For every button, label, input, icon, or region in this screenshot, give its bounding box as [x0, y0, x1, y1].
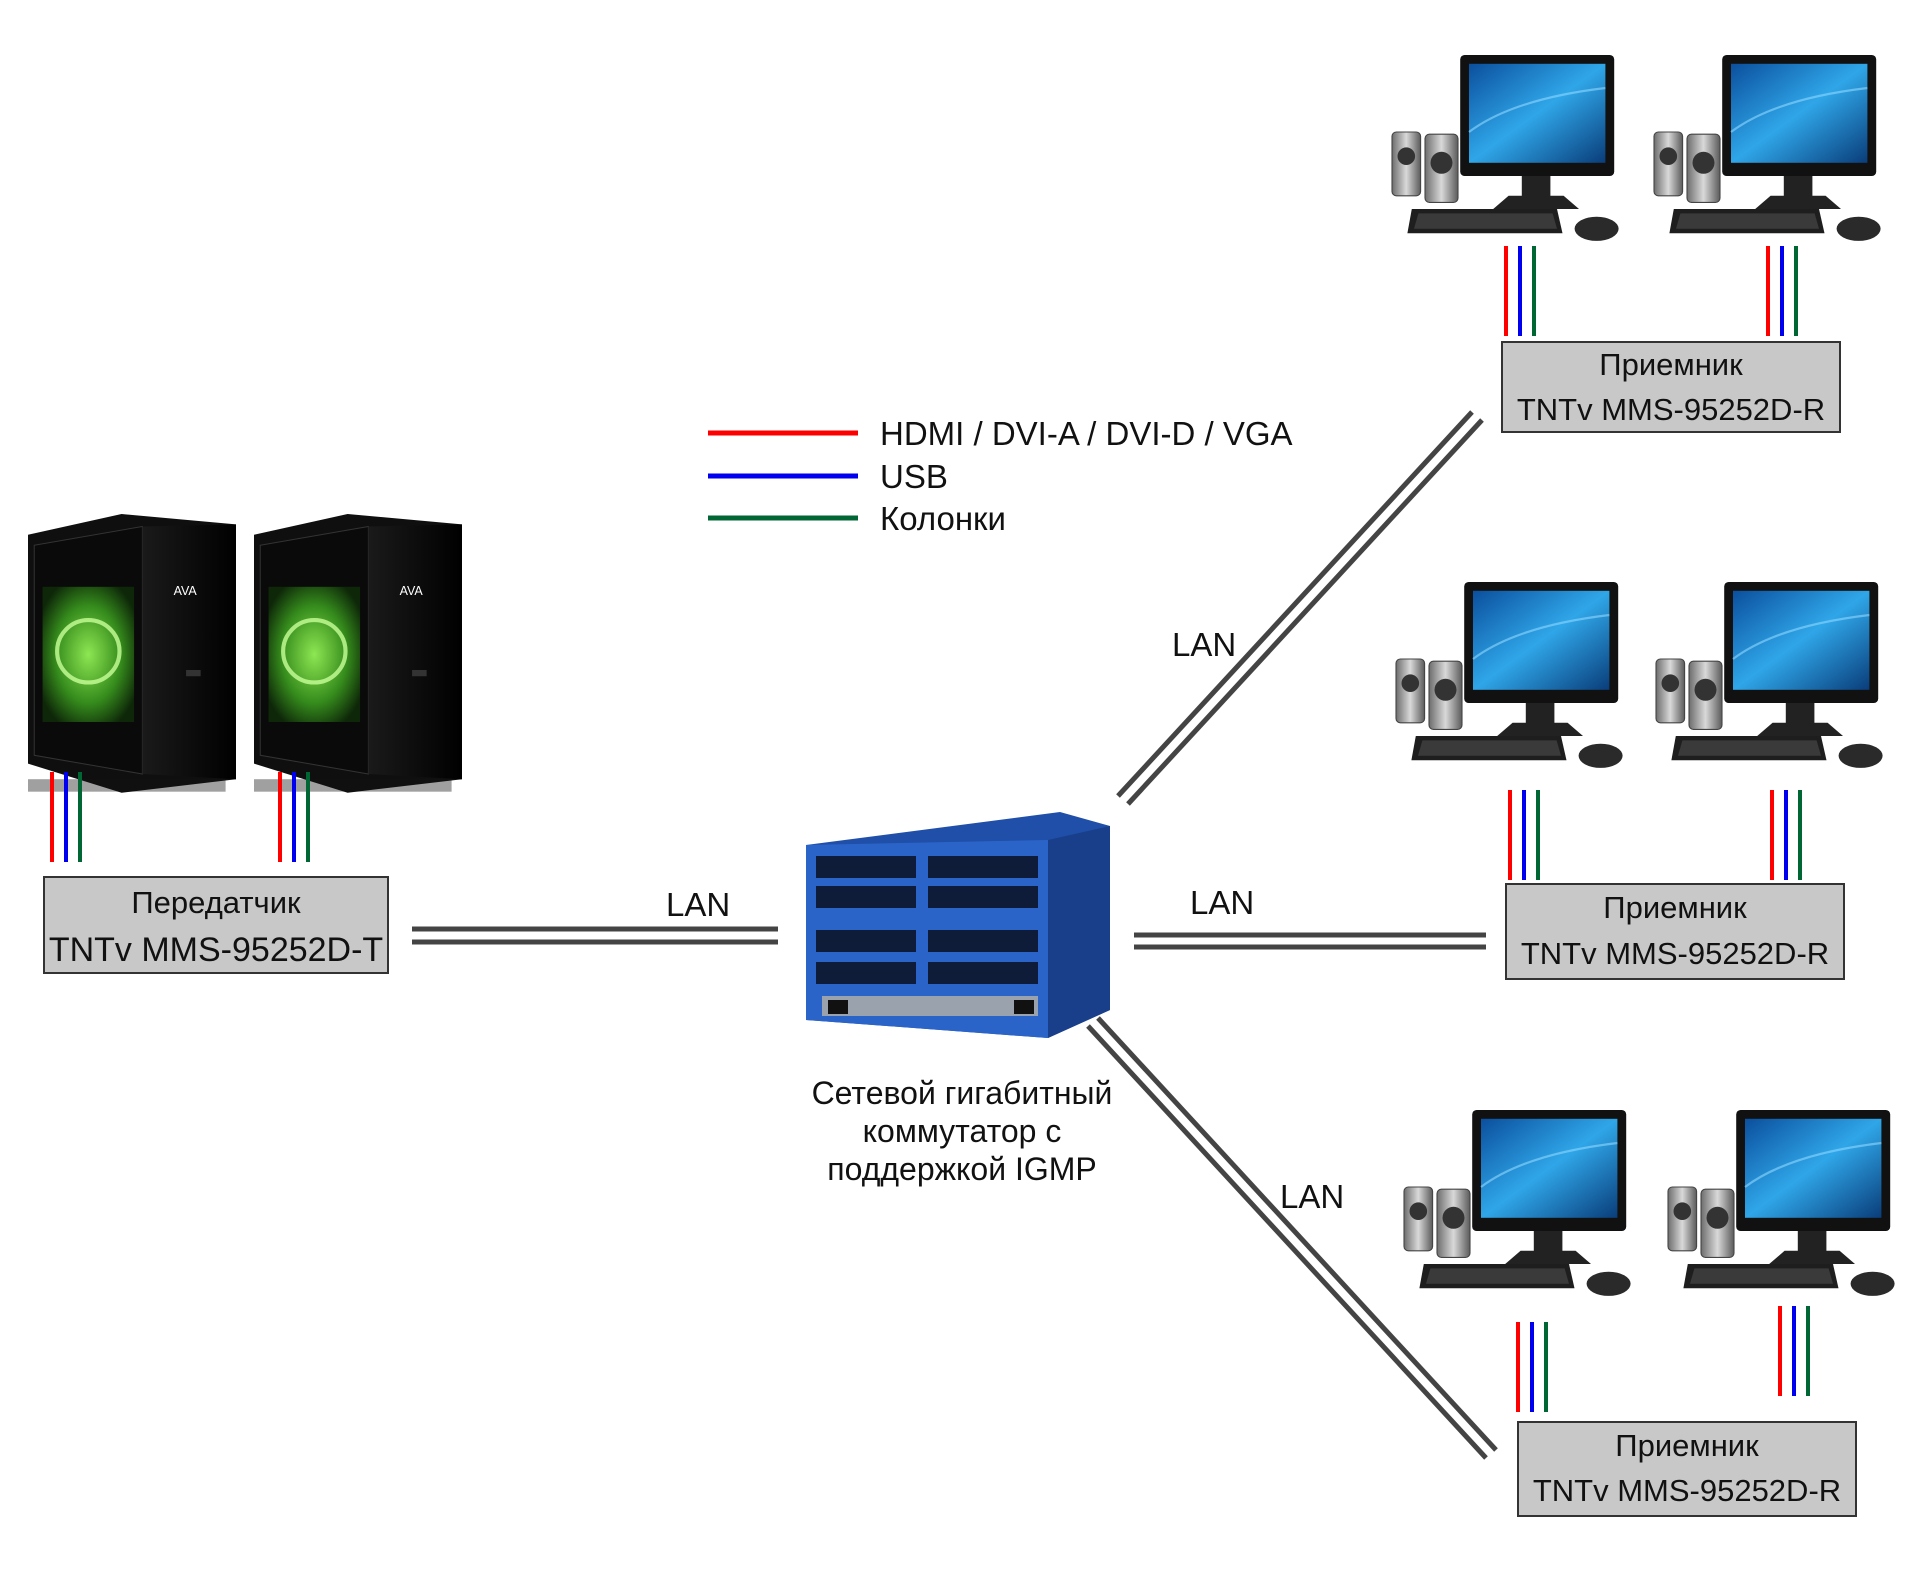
- receiver-group-1: Приемник TNTv MMS-95252D-R: [1390, 53, 1882, 433]
- workstation-icon: [1666, 1108, 1896, 1298]
- receiver-title: Приемник: [1615, 1428, 1759, 1463]
- transmitter-model: TNTv MMS-95252D-T: [49, 931, 383, 969]
- receiver-title: Приемник: [1599, 347, 1743, 382]
- transmitter-box: Передатчик TNTv MMS-95252D-T: [43, 876, 389, 974]
- cable-bundle: [1508, 788, 1540, 882]
- switch-caption-line2: коммутатор с: [863, 1113, 1062, 1149]
- legend-label-usb: USB: [880, 458, 948, 495]
- lan-label: LAN: [1172, 626, 1236, 663]
- lan-link-receiver-3: LAN: [1086, 1016, 1498, 1460]
- workstation-icon: [1390, 53, 1620, 243]
- workstation-icon: [1654, 580, 1884, 770]
- pc-tower-icon: [254, 514, 462, 793]
- receiver-model: TNTv MMS-95252D-R: [1517, 392, 1825, 427]
- pc-tower-icon: [28, 514, 236, 793]
- legend-label-hdmi: HDMI / DVI-A / DVI-D / VGA: [880, 415, 1293, 452]
- cable-bundle: [1778, 1304, 1810, 1398]
- switch-caption-line1: Сетевой гигабитный: [812, 1075, 1113, 1111]
- lan-link-receiver-1: LAN: [1116, 410, 1484, 806]
- lan-label: LAN: [666, 886, 730, 923]
- legend-label-speakers: Колонки: [880, 500, 1006, 537]
- cable-bundle: [1516, 1320, 1548, 1414]
- network-switch-icon: [806, 812, 1110, 1038]
- lan-label: LAN: [1280, 1178, 1344, 1215]
- workstation-icon: [1652, 53, 1882, 243]
- receiver-group-3: Приемник TNTv MMS-95252D-R: [1402, 1108, 1896, 1517]
- cable-bundle: [1504, 244, 1536, 338]
- workstation-icon: [1394, 580, 1624, 770]
- cable-bundle: [1770, 788, 1802, 882]
- cable-bundle: [1766, 244, 1798, 338]
- transmitter-title: Передатчик: [131, 885, 301, 920]
- switch-caption-line3: поддержкой IGMP: [827, 1151, 1096, 1187]
- receiver-model: TNTv MMS-95252D-R: [1533, 1473, 1841, 1508]
- source-pcs: [28, 514, 462, 864]
- receiver-group-2: Приемник TNTv MMS-95252D-R: [1394, 580, 1884, 980]
- receiver-title: Приемник: [1603, 890, 1747, 925]
- workstation-icon: [1402, 1108, 1632, 1298]
- lan-link-receiver-2: LAN: [1134, 884, 1486, 950]
- legend: HDMI / DVI-A / DVI-D / VGA USB Колонки: [708, 415, 1293, 537]
- lan-link-transmitter: LAN: [412, 886, 778, 945]
- lan-label: LAN: [1190, 884, 1254, 921]
- receiver-model: TNTv MMS-95252D-R: [1521, 936, 1829, 971]
